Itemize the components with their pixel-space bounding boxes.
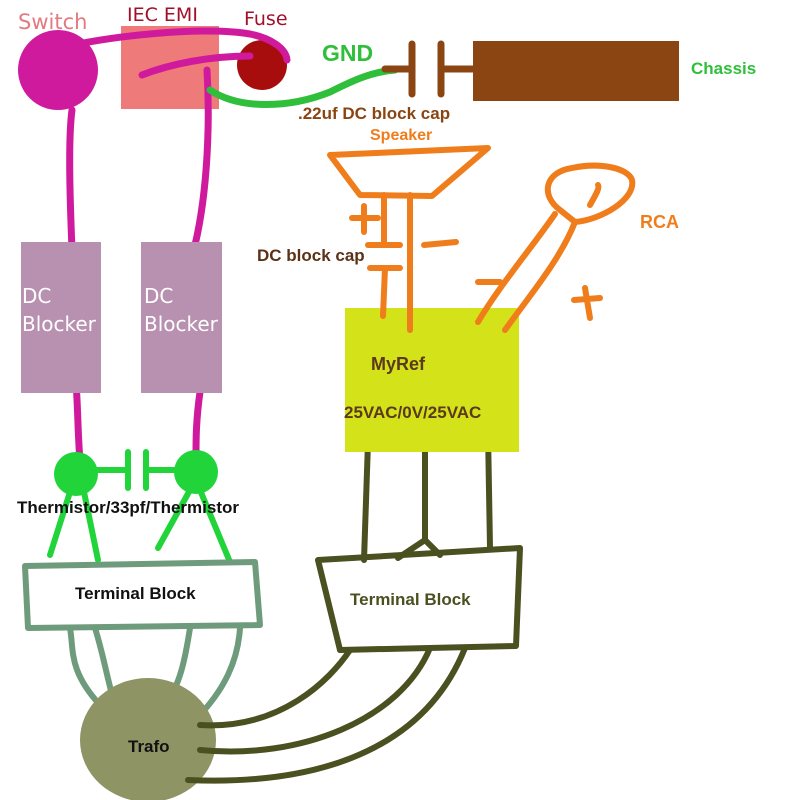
myref-box	[345, 308, 519, 452]
dc-blocker-1-label: DC Blocker	[22, 282, 102, 338]
trafo-circle	[80, 678, 216, 800]
rca-label: RCA	[640, 212, 679, 232]
fuse-circle	[237, 40, 287, 90]
gnd-label: GND	[322, 40, 374, 66]
dc-blocker-1-text: DC Blocker	[22, 284, 96, 336]
chassis-cap	[381, 40, 480, 98]
myref-supply-label: 25VAC/0V/25VAC	[344, 403, 482, 422]
myref-label: MyRef	[371, 354, 426, 374]
iec-emi-label: IEC EMI	[127, 4, 198, 26]
thermistor-network	[54, 449, 218, 496]
dc-blocker-2-box	[141, 242, 222, 393]
chassis-label: Chassis	[691, 59, 757, 78]
switch-label: Switch	[18, 10, 88, 34]
dc-blocker-2-text: DC Blocker	[144, 284, 218, 336]
speaker-wiring	[327, 145, 636, 333]
switch-circle	[18, 30, 98, 110]
terminal-block-right-box	[315, 545, 523, 653]
dc-blocker-1-box	[21, 242, 101, 393]
thermistor-label: Thermistor/33pf/Thermistor	[17, 498, 239, 517]
terminal-block-left-box	[22, 559, 263, 631]
fuse-label: Fuse	[244, 8, 288, 30]
terminal-block-right-label: Terminal Block	[350, 590, 471, 609]
thermistor-wires	[47, 487, 233, 565]
chassis-box	[473, 41, 679, 101]
speaker-label: Speaker	[370, 127, 433, 144]
dc-blocker-2-label: DC Blocker	[144, 282, 224, 338]
terminal-block-left-label: Terminal Block	[75, 584, 196, 603]
trafo-right-wires	[185, 645, 468, 784]
dc-block-cap-label: DC block cap	[257, 246, 365, 265]
cap-022-label: .22uf DC block cap	[298, 104, 451, 123]
trafo-label: Trafo	[128, 737, 170, 756]
gnd-wire	[206, 66, 399, 108]
